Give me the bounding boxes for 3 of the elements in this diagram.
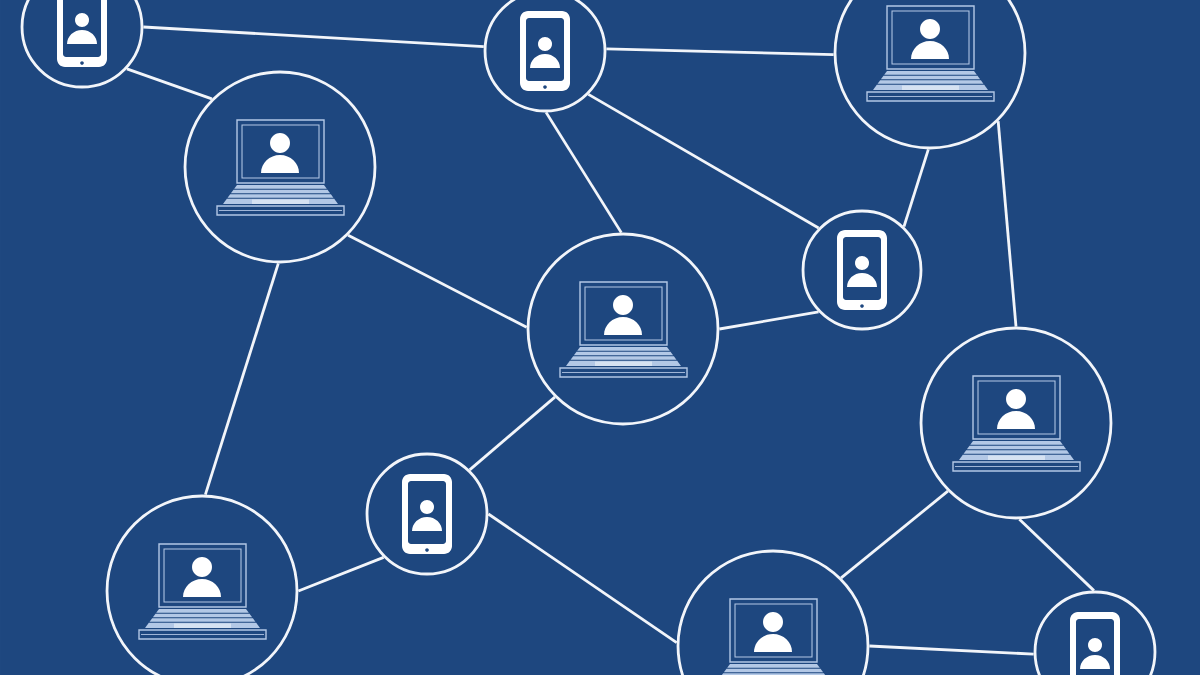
node-circle <box>526 232 720 426</box>
node-circle <box>183 70 377 264</box>
node-circle <box>919 326 1113 520</box>
